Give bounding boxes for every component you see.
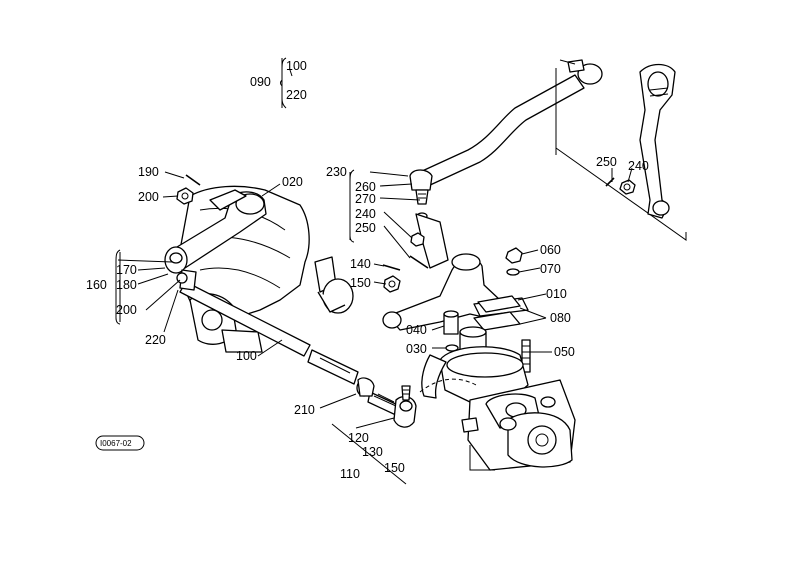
- reference-code-box: I0067-02: [95, 435, 145, 451]
- label-080: 080: [550, 311, 571, 325]
- label-150-bottom: 150: [384, 461, 405, 475]
- nut-200-top: [176, 174, 201, 205]
- label-030: 030: [406, 342, 427, 356]
- label-110: 110: [340, 467, 360, 481]
- label-050: 050: [554, 345, 575, 359]
- label-140: 140: [350, 257, 371, 271]
- axle-housing: [179, 185, 310, 353]
- label-070: 070: [540, 262, 561, 276]
- label-250-mid: 250: [355, 221, 376, 235]
- label-220-top: 220: [286, 88, 307, 102]
- hose-fitting: [314, 256, 354, 314]
- movement-arc: [419, 378, 479, 393]
- steering-gearbox: [421, 326, 576, 471]
- label-060: 060: [540, 243, 561, 257]
- label-200-bottom: 200: [116, 303, 137, 317]
- label-230: 230: [326, 165, 347, 179]
- label-120: 120: [348, 431, 369, 445]
- label-100-bottom: 100: [236, 349, 257, 363]
- label-190: 190: [138, 165, 159, 179]
- label-170: 170: [116, 263, 137, 277]
- label-240-right: 240: [628, 159, 649, 173]
- label-130: 130: [362, 445, 383, 459]
- nut-240-right: [619, 179, 636, 195]
- label-020: 020: [282, 175, 303, 189]
- label-210: 210: [294, 403, 315, 417]
- ball-joint-230: [409, 169, 433, 220]
- label-040: 040: [406, 323, 427, 337]
- label-090: 090: [250, 75, 271, 89]
- pitman-arm: [639, 63, 676, 219]
- label-240-mid: 240: [355, 207, 376, 221]
- label-160: 160: [86, 278, 107, 292]
- group-brackets: [115, 57, 355, 325]
- label-100-top: 100: [286, 59, 307, 73]
- plate-080: [473, 295, 521, 331]
- label-010: 010: [546, 287, 567, 301]
- nut-150: [383, 275, 401, 293]
- label-150: 150: [350, 276, 371, 290]
- knuckle-arm-020: [164, 189, 267, 274]
- nut-240-mid: [409, 232, 429, 269]
- leader-lines: [117, 58, 633, 485]
- label-180: 180: [116, 278, 137, 292]
- label-260: 260: [355, 180, 376, 194]
- part-number-labels: 090 100 220 190 200 020 160 170 180 200 …: [86, 59, 649, 481]
- cotter-pin-250-right: [605, 177, 615, 187]
- reference-code: I0067-02: [100, 439, 132, 448]
- label-270: 270: [355, 192, 376, 206]
- tie-rod-100: [179, 269, 359, 385]
- stud-050: [521, 339, 531, 373]
- nut-060: [505, 247, 523, 264]
- label-220-bottom: 220: [145, 333, 166, 347]
- drag-rod: [419, 59, 603, 187]
- label-250-right: 250: [596, 155, 617, 169]
- view-frame: [555, 68, 687, 241]
- label-200-top: 200: [138, 190, 159, 204]
- nut-210: [357, 377, 375, 397]
- cotter-pin-140: [382, 264, 401, 271]
- washer-070: [506, 268, 520, 276]
- bushing-040: [443, 310, 459, 335]
